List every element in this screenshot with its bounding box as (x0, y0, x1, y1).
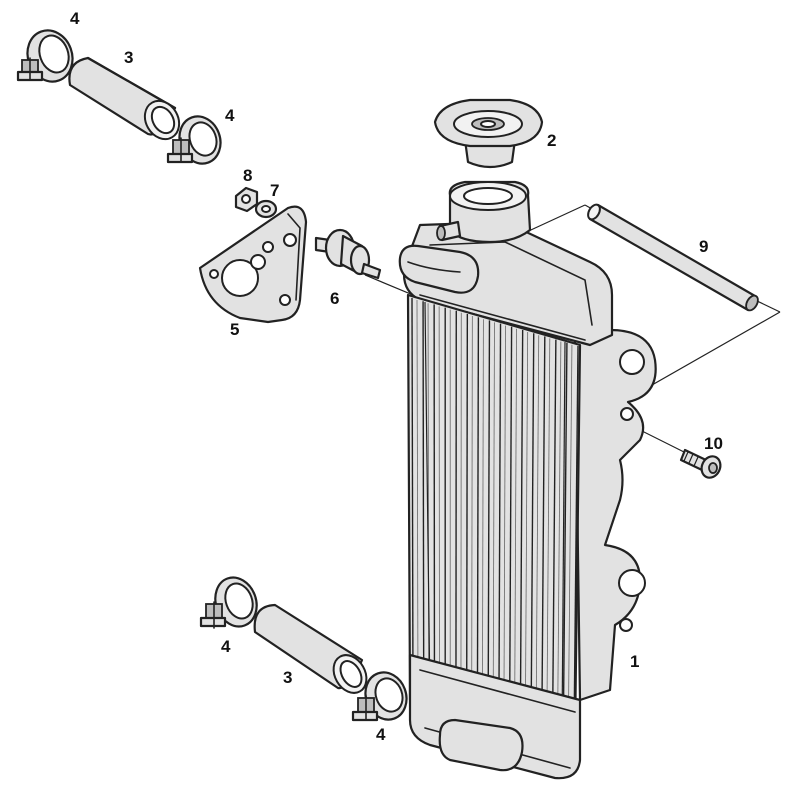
core-fin-shade (514, 328, 517, 722)
core-fin (530, 333, 535, 726)
washer-7[interactable] (254, 199, 278, 219)
hose-3-lower[interactable] (253, 603, 373, 699)
core-fin (541, 336, 546, 729)
nut-8[interactable] (234, 186, 259, 213)
core-fin (487, 320, 491, 716)
core-fin (519, 329, 524, 724)
callout-10: 10 (704, 434, 723, 453)
callout-2: 2 (547, 131, 556, 150)
hose-clamp-4-top-left[interactable] (16, 24, 80, 88)
core-fin-shade (481, 319, 484, 715)
core-fin (562, 342, 568, 734)
callout-6: 6 (330, 289, 339, 308)
core-fin-shade (503, 325, 506, 720)
radiator-cap-2[interactable] (433, 98, 544, 169)
callout-labels: 1 2 3 3 4 4 4 4 5 6 7 8 9 10 (70, 9, 723, 744)
grommet-stud-6[interactable] (314, 228, 382, 280)
hose-clamp-4-mid-left[interactable] (166, 111, 227, 170)
core-fin (411, 297, 414, 699)
core-fin-shade (567, 344, 573, 735)
callout-3-upper: 3 (124, 48, 133, 67)
rod-9[interactable] (586, 203, 761, 313)
core-fin-shade (492, 322, 495, 717)
hose-clamp-4-bottom[interactable] (351, 667, 413, 726)
callout-9: 9 (699, 237, 708, 256)
bracket-5[interactable] (198, 205, 308, 324)
callout-7: 7 (270, 181, 279, 200)
core-fin-shade (524, 331, 529, 725)
bolt-10[interactable] (679, 448, 724, 481)
core-fin (422, 301, 425, 701)
callout-4-top-left: 4 (70, 9, 80, 28)
core-fin-shade (471, 315, 473, 712)
lower-hose-assembly (199, 572, 413, 726)
core-fin-shade (546, 338, 551, 730)
callout-4-lower-left: 4 (221, 637, 231, 656)
radiator-core-fins (411, 297, 579, 737)
core-fin-shade (535, 335, 540, 727)
core-fin (551, 339, 557, 731)
core-fin (573, 345, 579, 737)
core-fin (476, 317, 480, 714)
core-fin-shade (416, 299, 419, 700)
core-fin (508, 326, 513, 721)
core-fin-shade (557, 341, 562, 732)
radiator-1[interactable] (398, 180, 657, 780)
callout-1: 1 (630, 652, 639, 671)
hose-3-upper[interactable] (68, 56, 185, 145)
hose-clamp-4-lower-left[interactable] (199, 572, 263, 633)
callout-4-mid-left: 4 (225, 106, 235, 125)
callout-3-lower: 3 (283, 668, 292, 687)
core-fin (498, 323, 502, 719)
upper-hose-assembly (16, 24, 227, 170)
callout-5: 5 (230, 320, 239, 339)
callout-4-bottom: 4 (376, 725, 386, 744)
callout-8: 8 (243, 166, 252, 185)
core-fin (465, 313, 469, 711)
